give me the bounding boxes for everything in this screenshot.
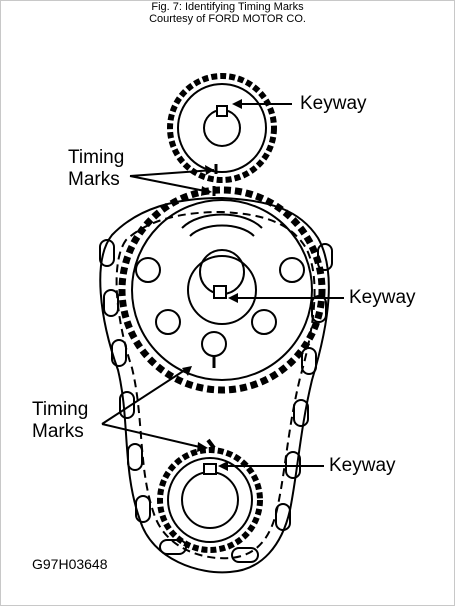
label-keyway-bottom: Keyway xyxy=(329,455,396,476)
leader-timing-lower-a xyxy=(101,367,189,425)
center-sprocket xyxy=(118,186,326,394)
leader-timing-upper-b xyxy=(129,175,211,193)
label-keyway-top: Keyway xyxy=(300,93,367,114)
leader-timing-upper-a xyxy=(129,169,215,177)
chain-links-right xyxy=(231,243,333,563)
figure-caption-credit: Courtesy of FORD MOTOR CO. xyxy=(149,13,306,25)
bottom-gear xyxy=(157,447,263,553)
timing-mark-lower-2 xyxy=(206,438,216,450)
label-timing-upper-line2: Marks xyxy=(68,169,120,190)
leader-timing-lower-b xyxy=(101,423,205,449)
top-gear xyxy=(167,73,277,183)
label-timing-upper-line1: Timing xyxy=(68,147,125,168)
label-timing-lower-line2: Marks xyxy=(32,421,84,442)
label-keyway-middle: Keyway xyxy=(349,287,416,308)
figure-code: G97H03648 xyxy=(32,556,108,572)
figure-caption-title: Fig. 7: Identifying Timing Marks xyxy=(151,1,304,13)
label-timing-lower-line1: Timing xyxy=(32,399,89,420)
